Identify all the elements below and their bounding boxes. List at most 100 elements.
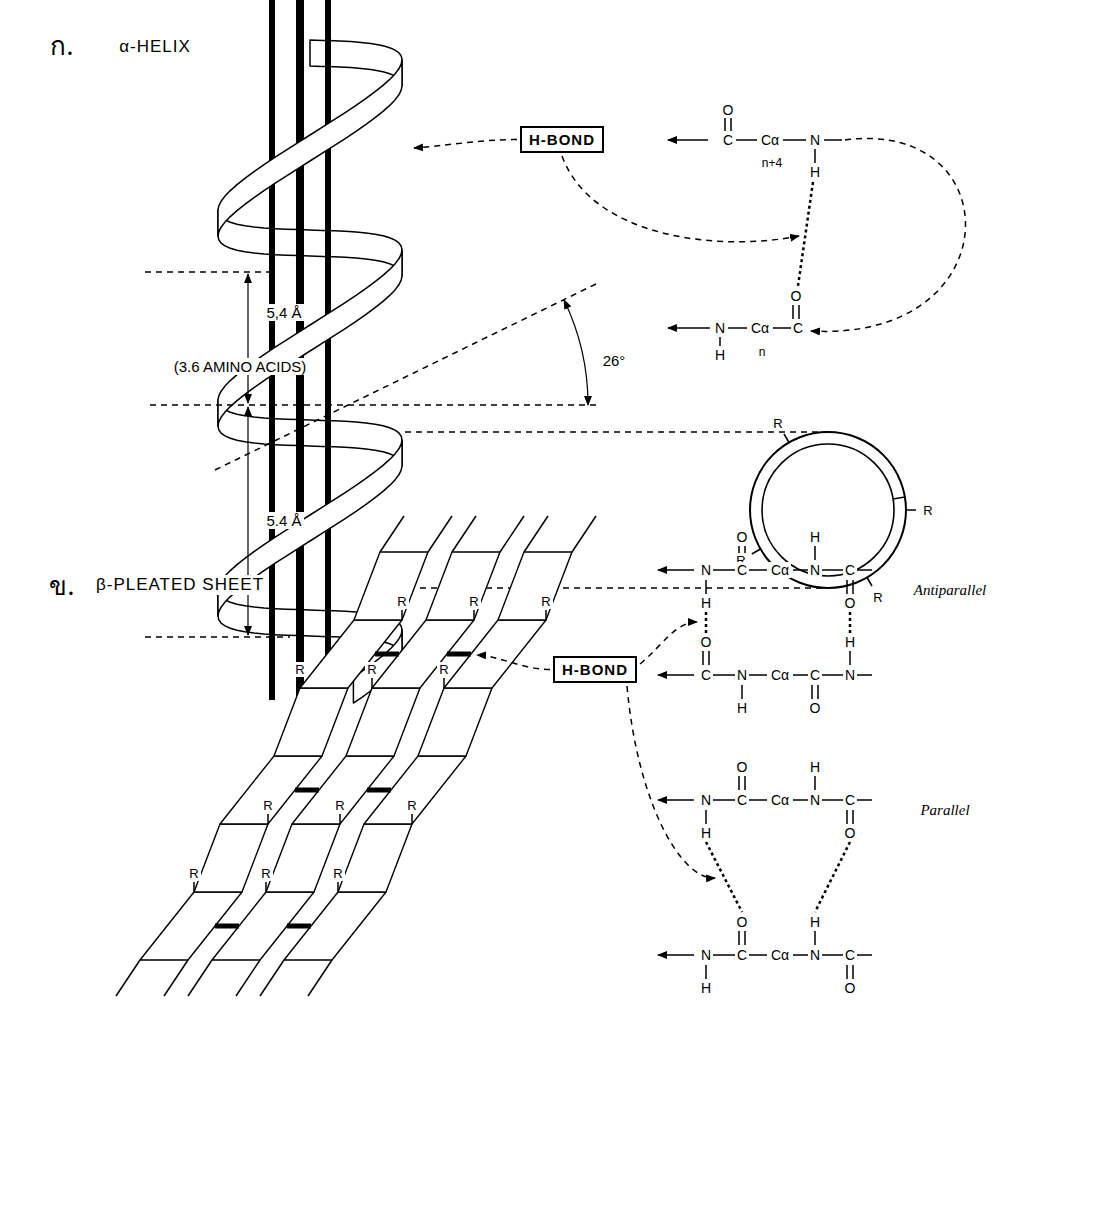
atom-label: O <box>843 825 858 841</box>
pleat-panel <box>498 552 572 620</box>
dimension-label: 5.4 Å <box>264 512 303 529</box>
double-bond <box>846 965 848 979</box>
atom-label: O <box>721 102 736 118</box>
direction-arrow <box>668 139 708 141</box>
pleat-panel <box>284 892 386 960</box>
leader-lines <box>414 140 799 879</box>
residue-index: n <box>757 345 768 359</box>
angle-arc <box>564 300 588 405</box>
atom-label: C <box>791 320 805 336</box>
sheet-edge <box>188 960 212 996</box>
pleat-panel <box>346 688 420 756</box>
atom-label: N <box>808 562 822 578</box>
sheet-edge <box>428 516 452 552</box>
r-group-tick <box>193 882 195 892</box>
bond <box>793 569 808 571</box>
atom-label: C <box>699 667 713 683</box>
r-group-label: R <box>771 416 784 431</box>
atom-label: O <box>735 759 750 775</box>
dashed-guide <box>405 431 828 433</box>
atom-label: Cα <box>769 792 791 808</box>
dashed-guide <box>145 636 290 638</box>
helix-ribbon <box>218 400 402 466</box>
r-group-tick <box>411 814 413 824</box>
helix-cross-section <box>762 444 894 576</box>
atom-label: Cα <box>769 667 791 683</box>
sheet-edge <box>572 516 596 552</box>
r-group-tick <box>867 578 872 587</box>
direction-arrow <box>658 954 694 956</box>
bond <box>713 954 735 956</box>
atom-label: O <box>843 595 858 611</box>
r-group-label: R <box>261 798 274 813</box>
bond <box>705 965 707 979</box>
bond <box>749 954 767 956</box>
double-bond <box>702 651 704 665</box>
bond <box>749 569 767 571</box>
bond <box>783 139 806 141</box>
double-bond <box>724 118 726 131</box>
sheet-edge <box>500 516 524 552</box>
atom-label: N <box>843 667 857 683</box>
r-group-tick <box>337 882 339 892</box>
bond <box>793 954 808 956</box>
hydrogen-bond-bar <box>295 788 319 793</box>
hydrogen-bond <box>798 182 813 286</box>
double-bond <box>792 305 794 319</box>
pleat-panel <box>364 756 466 824</box>
pleat-panel <box>266 824 340 892</box>
h-bond-box: H-BOND <box>520 126 604 153</box>
leader-line <box>414 140 517 149</box>
atom-label: N <box>808 792 822 808</box>
bond <box>736 139 757 141</box>
atom-label: H <box>735 700 749 716</box>
atom-label: Cα <box>769 947 791 963</box>
atom-label: N <box>808 132 822 148</box>
dimension-line <box>247 274 248 403</box>
section-letter: ก. <box>48 25 76 66</box>
bond <box>705 810 707 824</box>
bond <box>728 327 747 329</box>
chemical-structure <box>658 118 966 979</box>
leader-line <box>477 655 550 670</box>
atom-label: C <box>843 792 857 808</box>
atom-label: C <box>721 132 735 148</box>
atom-label: H <box>699 595 713 611</box>
sheet-edge <box>116 960 140 996</box>
atom-label: O <box>789 288 804 304</box>
atom-label: C <box>735 947 749 963</box>
r-group-label: R <box>405 798 418 813</box>
dimension-line <box>247 407 248 635</box>
hydrogen-bond-bar <box>375 652 399 657</box>
bond <box>705 580 707 594</box>
bond <box>857 799 872 801</box>
bond <box>822 569 843 571</box>
r-group-label: R <box>539 594 552 609</box>
dashed-guide <box>150 404 600 406</box>
double-bond <box>811 685 813 699</box>
pleat-panel <box>338 824 412 892</box>
sheet-edge <box>236 960 260 996</box>
pleat-panel <box>426 552 500 620</box>
helix-ribbon <box>218 210 402 276</box>
sheet-edge <box>452 516 476 552</box>
r-group-label: R <box>333 798 346 813</box>
bond <box>741 685 743 699</box>
bond <box>814 931 816 945</box>
pleat-panel <box>274 688 348 756</box>
bond <box>814 149 816 163</box>
hydrogen-bond <box>706 842 742 912</box>
bond <box>749 674 767 676</box>
atom-label: H <box>808 759 822 775</box>
sheet-edge <box>260 960 284 996</box>
r-group-tick <box>443 678 445 688</box>
bond <box>822 799 843 801</box>
bond <box>719 337 721 346</box>
double-bond <box>846 580 848 594</box>
bond <box>857 674 872 676</box>
dashed-loop <box>811 138 966 331</box>
r-group-tick <box>752 549 761 554</box>
h-bond-box: H-BOND <box>553 656 637 683</box>
r-group-tick <box>401 610 403 620</box>
